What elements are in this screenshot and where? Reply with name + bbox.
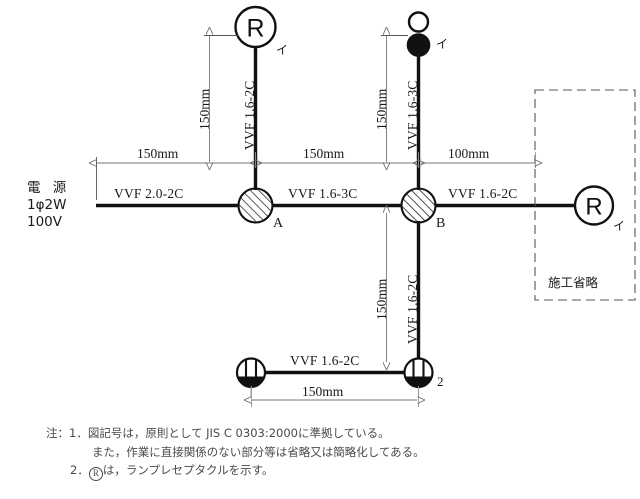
cable-label-top-left-vertical: VVF 1.6-2C — [242, 80, 257, 150]
dimension-label-bottom-horizontal: 150mm — [302, 384, 344, 399]
outlet-count-label: 2 — [437, 374, 444, 389]
dimension-label-lower-vertical: 150mm — [374, 278, 389, 320]
cable-label-lower-vertical: VVF 1.6-2C — [405, 274, 420, 344]
cable-label-main-right: VVF 1.6-2C — [448, 186, 518, 201]
branch-wires — [253, 45, 421, 375]
note-1-text-line2: また，作業に直接関係のない部分等は省略又は簡略化してある。 — [92, 444, 425, 459]
note-line-2: また，作業に直接関係のない部分等は省略又は簡略化してある。 — [46, 443, 425, 462]
note-line-1: 注：1．図記号は，原則として JIS C 0303:2000に準拠している。 — [46, 424, 425, 443]
note-2-number: 2． — [70, 463, 89, 478]
power-source-line3: 100V — [27, 213, 63, 230]
note-1-number: 1． — [69, 426, 88, 440]
svg-text:R: R — [585, 194, 602, 221]
node-label-b: B — [436, 216, 446, 231]
note-2-text: は，ランプレセプタクルを示す。 — [102, 463, 274, 478]
power-source-label: 電 源 1φ2W 100V — [27, 180, 70, 231]
note-1-text-line1: 図記号は，原則として JIS C 0303:2000に準拠している。 — [87, 426, 390, 440]
power-source-line2: 1φ2W — [27, 196, 67, 213]
dimension-label-top-left-vertical: 150mm — [197, 88, 212, 130]
lamp-receptacle-top-left-icon[interactable]: R — [234, 5, 277, 49]
cable-label-main-mid: VVF 1.6-3C — [288, 186, 358, 201]
cable-label-main-left: VVF 2.0-2C — [114, 186, 184, 201]
outlet-bottom-left-icon[interactable] — [235, 357, 267, 398]
cable-label-top-mid-vertical: VVF 1.6-3C — [405, 80, 420, 150]
lamp-receptacle-right-icon[interactable]: R — [573, 185, 615, 226]
omitted-construction-box — [534, 89, 636, 301]
dimension-label-top-mid-vertical: 150mm — [374, 88, 389, 130]
notes-block: 注：1．図記号は，原則として JIS C 0303:2000に準拠している。 ま… — [46, 424, 425, 482]
svg-text:R: R — [246, 15, 264, 43]
node-label-a: A — [273, 216, 284, 231]
junction-box-b[interactable] — [400, 187, 437, 224]
power-source-line1: 電 源 — [27, 180, 71, 196]
lamp-receptacle-inline-icon: R — [88, 467, 103, 482]
circuit-mark-lamp-right: イ — [613, 219, 626, 233]
dimension-label-main-left: 150mm — [137, 146, 179, 161]
dimension-label-main-right: 100mm — [448, 146, 490, 161]
omitted-construction-label: 施工省略 — [548, 275, 599, 290]
dimension-label-main-mid: 150mm — [303, 146, 345, 161]
dimension-lines — [97, 35, 536, 407]
note-prefix: 注： — [46, 426, 69, 440]
circuit-mark-switch-top-mid: イ — [436, 37, 449, 51]
cable-label-bottom-horizontal: VVF 1.6-2C — [290, 353, 360, 368]
circuit-mark-lamp-top-left: イ — [276, 43, 289, 57]
junction-box-a[interactable] — [237, 187, 274, 224]
ceiling-pull-switch-icon[interactable] — [406, 11, 431, 57]
